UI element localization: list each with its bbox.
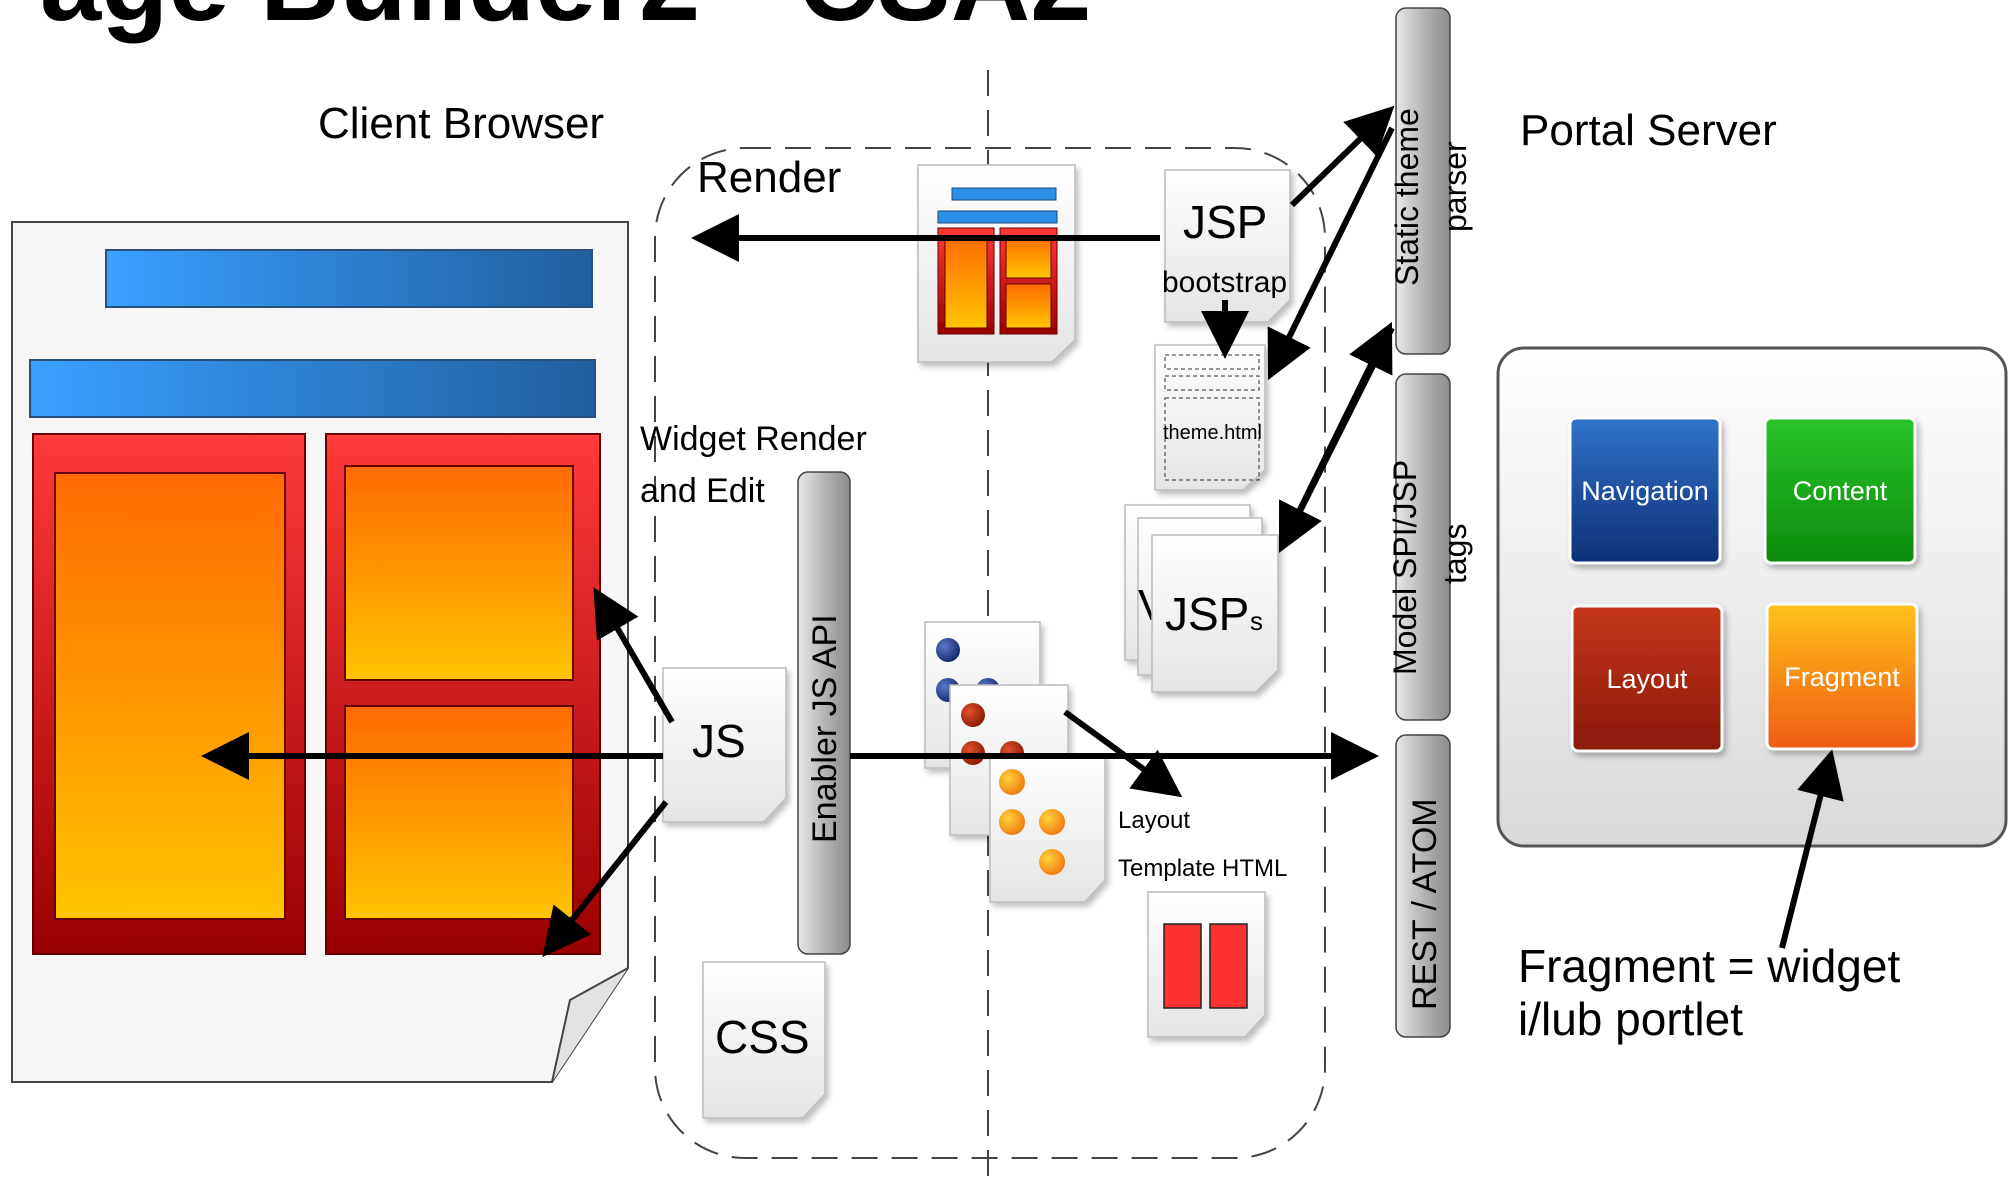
static-theme-parser-label-1: Static theme: [1389, 108, 1425, 286]
static-theme-parser-bar: Static theme parser: [1389, 7, 1473, 355]
css-label: CSS: [715, 1011, 810, 1063]
right-top-widget: [344, 465, 574, 681]
page-header-bar: [105, 249, 593, 308]
enabler-js-api-bar: Enabler JS API: [797, 471, 851, 955]
client-runtime-boundary: [654, 147, 1326, 1159]
bootstrap-label: bootstrap: [1162, 266, 1287, 299]
js-document: JS: [662, 667, 787, 823]
widget-module-documents: [924, 621, 1106, 903]
layout-template-label-2: Template HTML: [1118, 855, 1287, 882]
layout-template-document: [1147, 891, 1266, 1038]
content-tile: Content: [1763, 416, 1917, 565]
navigation-tile: Navigation: [1568, 416, 1722, 565]
fragment-tile: Fragment: [1765, 602, 1919, 751]
right-bottom-widget: [344, 705, 574, 920]
parser-to-theme-arrow: [1267, 126, 1395, 381]
fragment-note-arrow: [1779, 749, 1844, 949]
page-title: age Builder2 - CSA2: [40, 0, 1091, 44]
portal-server-panel: Navigation Content Layout Fragment: [1496, 346, 2008, 848]
left-column-widget: [54, 472, 286, 920]
enabler-js-api-label: Enabler JS API: [806, 614, 844, 843]
jsps-parser-arrow: [1287, 321, 1393, 532]
layout-tile-label: Layout: [1606, 664, 1688, 694]
jsp-bootstrap-document: JSP bootstrap: [1162, 169, 1291, 323]
widget-render-label: Widget Render: [640, 420, 867, 458]
js-label: JS: [692, 715, 746, 767]
layout-template-label-1: Layout: [1118, 807, 1190, 834]
page-nav-bar: [29, 359, 596, 418]
flow-arrows: [201, 105, 1844, 958]
theme-html-document: theme.html: [1154, 344, 1266, 491]
widget-edit-label: and Edit: [640, 472, 765, 510]
portal-server-label: Portal Server: [1520, 106, 1777, 155]
render-label: Render: [697, 153, 841, 202]
model-spi-jsp-tags-bar: Model SPI/JSP tags: [1387, 373, 1473, 721]
jsps-label: JSP: [1165, 588, 1249, 640]
fragment-note-line-2: i/lub portlet: [1518, 993, 1743, 1045]
theme-html-label: theme.html: [1163, 422, 1262, 444]
js-to-top-right-widget-arrow: [593, 587, 675, 724]
model-spi-label-2: tags: [1437, 524, 1473, 584]
layout-tile: Layout: [1570, 604, 1724, 753]
model-spi-label-1: Model SPI/JSP: [1387, 460, 1423, 675]
fragment-note-line-1: Fragment = widget: [1518, 940, 1900, 992]
jsp-label: JSP: [1183, 196, 1267, 248]
widget-to-layout-template-arrow: [1063, 709, 1183, 798]
static-theme-parser-label-2: parser: [1437, 141, 1473, 232]
jsp-to-parser-arrow: [1289, 105, 1395, 208]
client-browser-label: Client Browser: [318, 99, 604, 148]
rendered-page-document: [917, 164, 1076, 363]
navigation-tile-label: Navigation: [1581, 476, 1709, 506]
css-document: CSS: [702, 961, 826, 1119]
browser-page: [11, 221, 629, 1083]
fragment-tile-label: Fragment: [1784, 662, 1900, 692]
content-tile-label: Content: [1793, 476, 1888, 506]
rest-atom-label: REST / ATOM: [1406, 798, 1444, 1010]
rest-atom-bar: REST / ATOM: [1395, 734, 1451, 1038]
jsps-documents: V JSP s: [1124, 504, 1279, 693]
jsps-suffix-label: s: [1250, 606, 1263, 636]
js-to-bottom-right-widget-arrow: [542, 800, 669, 958]
